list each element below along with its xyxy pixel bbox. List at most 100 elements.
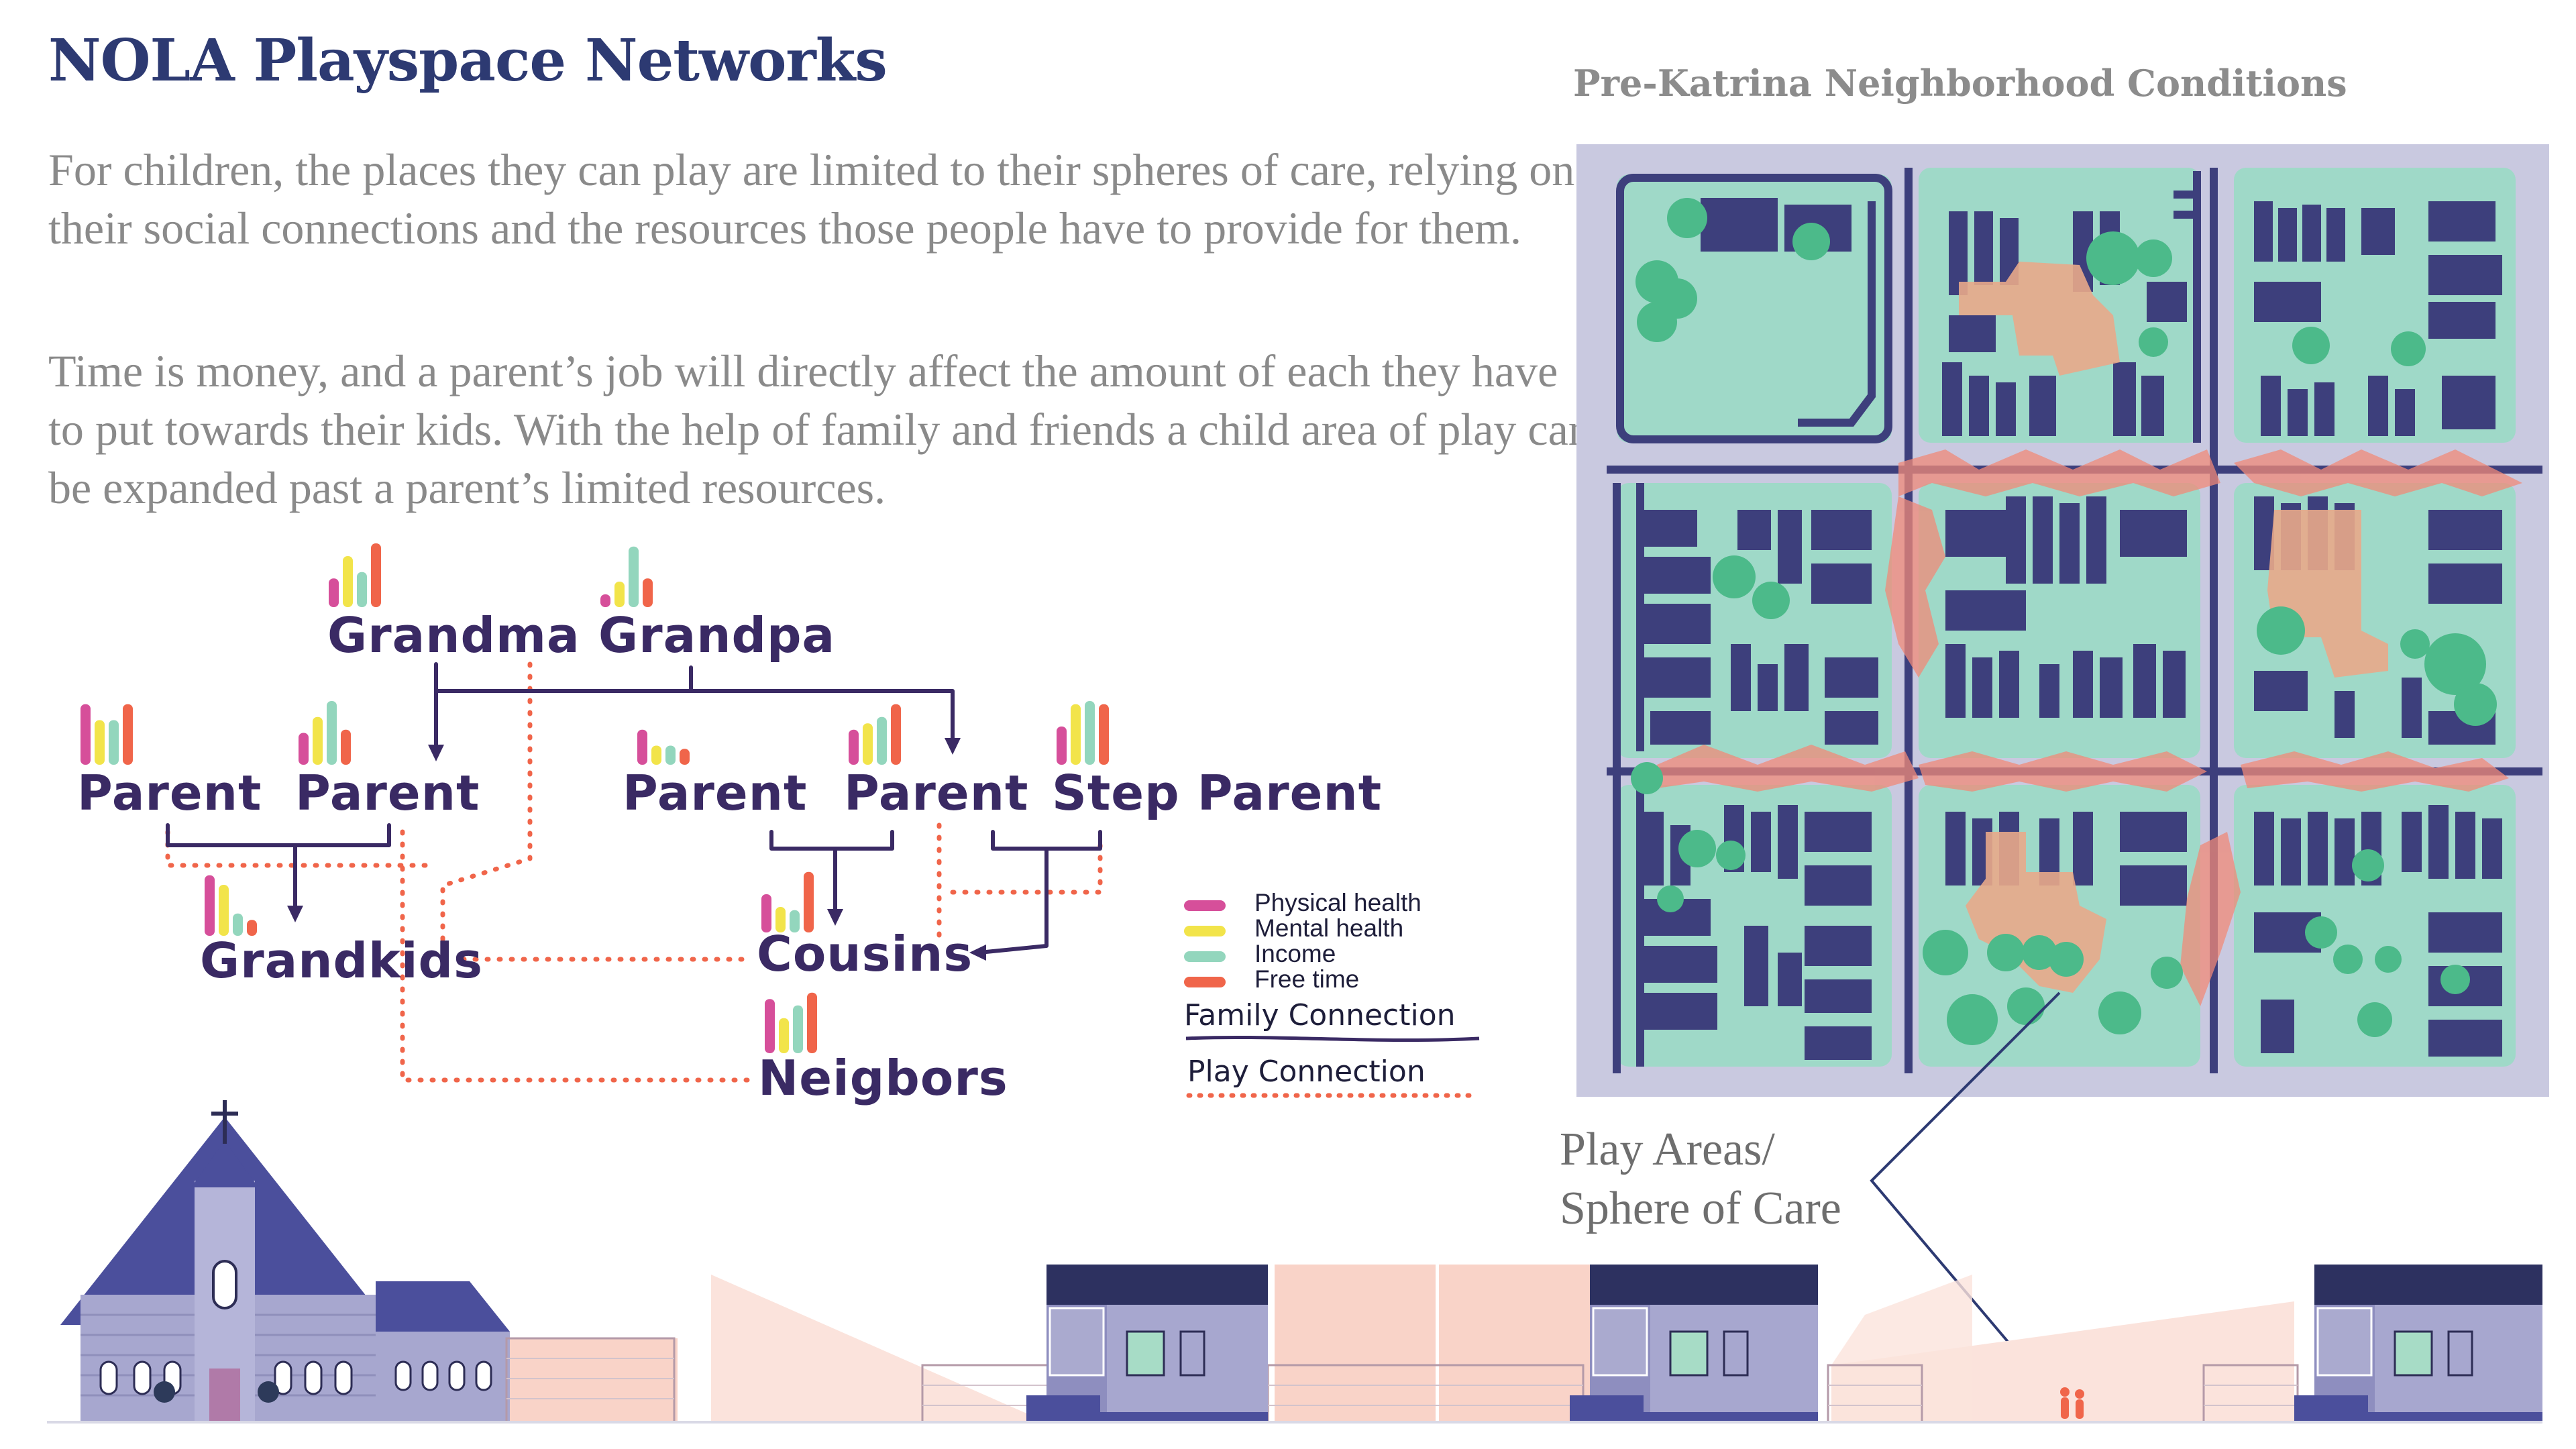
- arrow-head: [969, 945, 986, 961]
- shotgun-house: [1026, 1265, 1268, 1422]
- play-area: [1959, 262, 2120, 376]
- resource-bar: [80, 704, 91, 765]
- legend-play-connection: Play Connection: [1187, 1055, 1426, 1089]
- family-connection: [434, 662, 955, 747]
- resource-bar: [807, 992, 817, 1053]
- play-area-beam: [711, 1275, 1046, 1422]
- resource-bars-grandma: [329, 543, 381, 607]
- house-part: [2314, 1265, 2542, 1305]
- play-corridor: [2180, 832, 2241, 1006]
- play-corridor: [1657, 745, 1919, 792]
- node-neigbors: Neigbors: [758, 1050, 1008, 1106]
- house-part: [1617, 1412, 1818, 1422]
- resource-bar: [233, 913, 243, 936]
- arrow-head: [827, 909, 843, 926]
- resource-bar: [614, 582, 625, 607]
- family-connection: [991, 830, 1102, 851]
- play-area-beam: [1439, 1265, 1590, 1422]
- resource-bar: [651, 745, 661, 765]
- play-corridor: [1898, 449, 2220, 496]
- callout-line-1: Play Areas/: [1560, 1124, 1775, 1175]
- legend-family-line: [1185, 1035, 1480, 1042]
- resource-bar: [123, 704, 133, 765]
- resource-bar: [779, 1018, 789, 1053]
- resource-bars-cousins: [761, 871, 814, 932]
- house-part: [1073, 1412, 1268, 1422]
- house-part: [1049, 1307, 1105, 1377]
- resource-bar: [1057, 727, 1067, 765]
- play-area-beam: [1831, 1275, 1972, 1422]
- resource-bar: [877, 716, 887, 765]
- page-title: NOLA Playspace Networks: [48, 27, 888, 95]
- resource-bar: [371, 543, 381, 607]
- map-road: [1798, 201, 1876, 427]
- resource-bar: [299, 733, 309, 765]
- resource-bars-grandkids: [205, 875, 257, 936]
- legend-swatch-mental-health: [1184, 926, 1226, 936]
- shotgun-house: [2294, 1265, 2542, 1422]
- resource-bar: [109, 720, 119, 765]
- legend-free-time: Free time: [1254, 965, 1360, 993]
- resource-bar: [863, 723, 873, 765]
- resource-bars-grandpa: [600, 546, 653, 607]
- resource-bar: [343, 556, 353, 607]
- house-part: [2341, 1412, 2542, 1422]
- resource-bar: [1085, 701, 1095, 765]
- house-part: [1592, 1307, 1648, 1377]
- node-cousins: Cousins: [757, 926, 973, 982]
- play-areas-callout: Play Areas/ Sphere of Care: [1560, 1120, 1841, 1238]
- neighborhood-map: [1576, 144, 2549, 1097]
- legend-physical-health: Physical health: [1254, 889, 1421, 916]
- shotgun-house: [1570, 1265, 1818, 1422]
- resource-bar: [629, 546, 639, 607]
- resource-bar: [804, 871, 814, 932]
- map-title: Pre-Katrina Neighborhood Conditions: [1573, 62, 2347, 105]
- node-parent-4: Parent: [844, 765, 1029, 821]
- resource-bar: [247, 920, 257, 936]
- legend-income: Income: [1254, 940, 1336, 967]
- resource-bar: [765, 999, 775, 1053]
- resource-bar: [219, 885, 229, 936]
- resource-bar: [1071, 704, 1081, 765]
- node-parent-2: Parent: [295, 765, 480, 821]
- resources-paragraph: Time is money, and a parent’s job will d…: [48, 345, 1591, 513]
- arrow-head: [287, 906, 303, 922]
- play-corridor: [2241, 751, 2509, 792]
- play-connection: [950, 843, 1103, 895]
- resource-bar: [205, 875, 215, 936]
- legend-mental-health: Mental health: [1254, 914, 1404, 942]
- node-grandma: Grandma: [327, 607, 580, 663]
- resource-bar: [761, 894, 771, 932]
- shotgun-houses: [1026, 1265, 2542, 1422]
- house-part: [1046, 1265, 1268, 1305]
- house-part: [2314, 1305, 2375, 1412]
- play-area-beam: [1275, 1265, 1436, 1422]
- resource-bar: [680, 749, 690, 765]
- house-part: [1046, 1305, 1107, 1412]
- resource-bars-neigbors: [765, 992, 817, 1053]
- resource-bars: [80, 543, 1109, 1053]
- streetscape: [47, 1100, 2542, 1424]
- resource-bar: [357, 572, 367, 607]
- house-part: [1590, 1305, 1650, 1412]
- play-corridor: [1919, 751, 2207, 792]
- resource-bar: [600, 594, 610, 607]
- children-figures: [2060, 1387, 2084, 1419]
- node-parent-3: Parent: [623, 765, 808, 821]
- house-part: [1026, 1395, 1100, 1422]
- family-connection: [166, 823, 391, 847]
- play-area-beam: [503, 1338, 678, 1422]
- node-grandkids: Grandkids: [200, 932, 483, 989]
- resource-bar: [313, 716, 323, 765]
- resource-bar: [643, 578, 653, 607]
- play-connection: [440, 661, 533, 969]
- arrow-head: [428, 745, 444, 761]
- resource-bar: [775, 907, 786, 932]
- house-part: [1126, 1330, 1165, 1377]
- family-connection: [977, 847, 1049, 955]
- resource-bar: [329, 578, 339, 607]
- resource-bar: [665, 745, 676, 765]
- play-connection: [165, 829, 439, 868]
- intro-paragraph: For children, the places they can play a…: [48, 144, 1575, 254]
